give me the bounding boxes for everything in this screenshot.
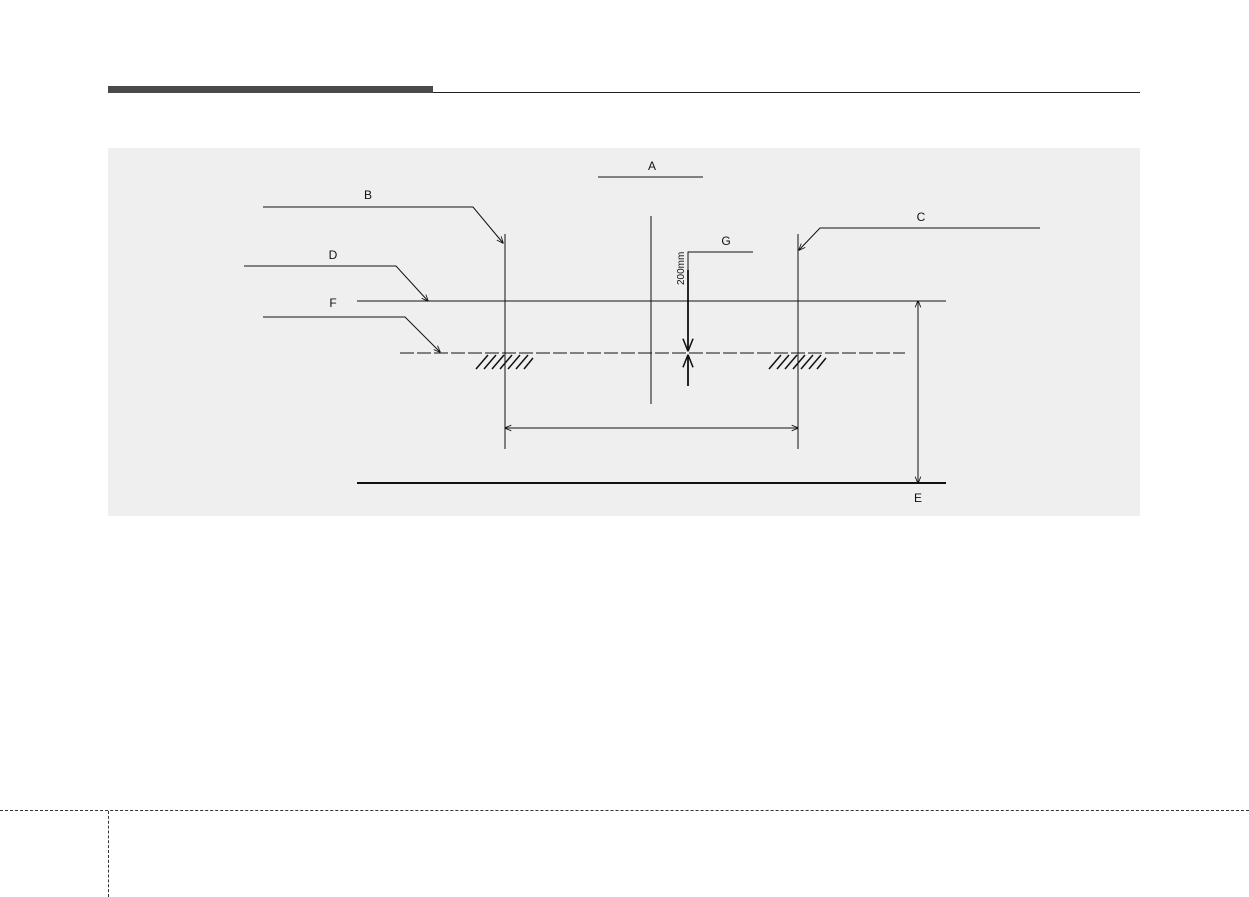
callout-g: G	[688, 234, 753, 270]
callout-c-text: C	[917, 210, 926, 224]
callout-a-text: A	[648, 159, 656, 173]
callout-g-leader	[688, 252, 753, 270]
callout-c: C	[799, 210, 1040, 250]
callout-a: A	[598, 159, 703, 177]
dimension-200mm: 200mm	[676, 252, 688, 386]
callout-b-leader	[263, 207, 503, 243]
callout-d: D	[244, 248, 428, 301]
dimension-text: 200mm	[676, 252, 687, 285]
callout-e-text: E	[914, 491, 922, 505]
callout-g-text: G	[721, 234, 730, 248]
callout-b: B	[263, 188, 503, 243]
callout-f-leader	[263, 317, 440, 352]
callout-c-leader	[799, 228, 1040, 250]
callout-f: F	[263, 296, 440, 352]
callout-d-text: D	[329, 248, 338, 262]
callout-b-text: B	[364, 188, 372, 202]
footer-dashed-divider	[108, 811, 109, 897]
callout-f-text: F	[329, 296, 336, 310]
footer-dashed-rule	[0, 810, 1249, 811]
